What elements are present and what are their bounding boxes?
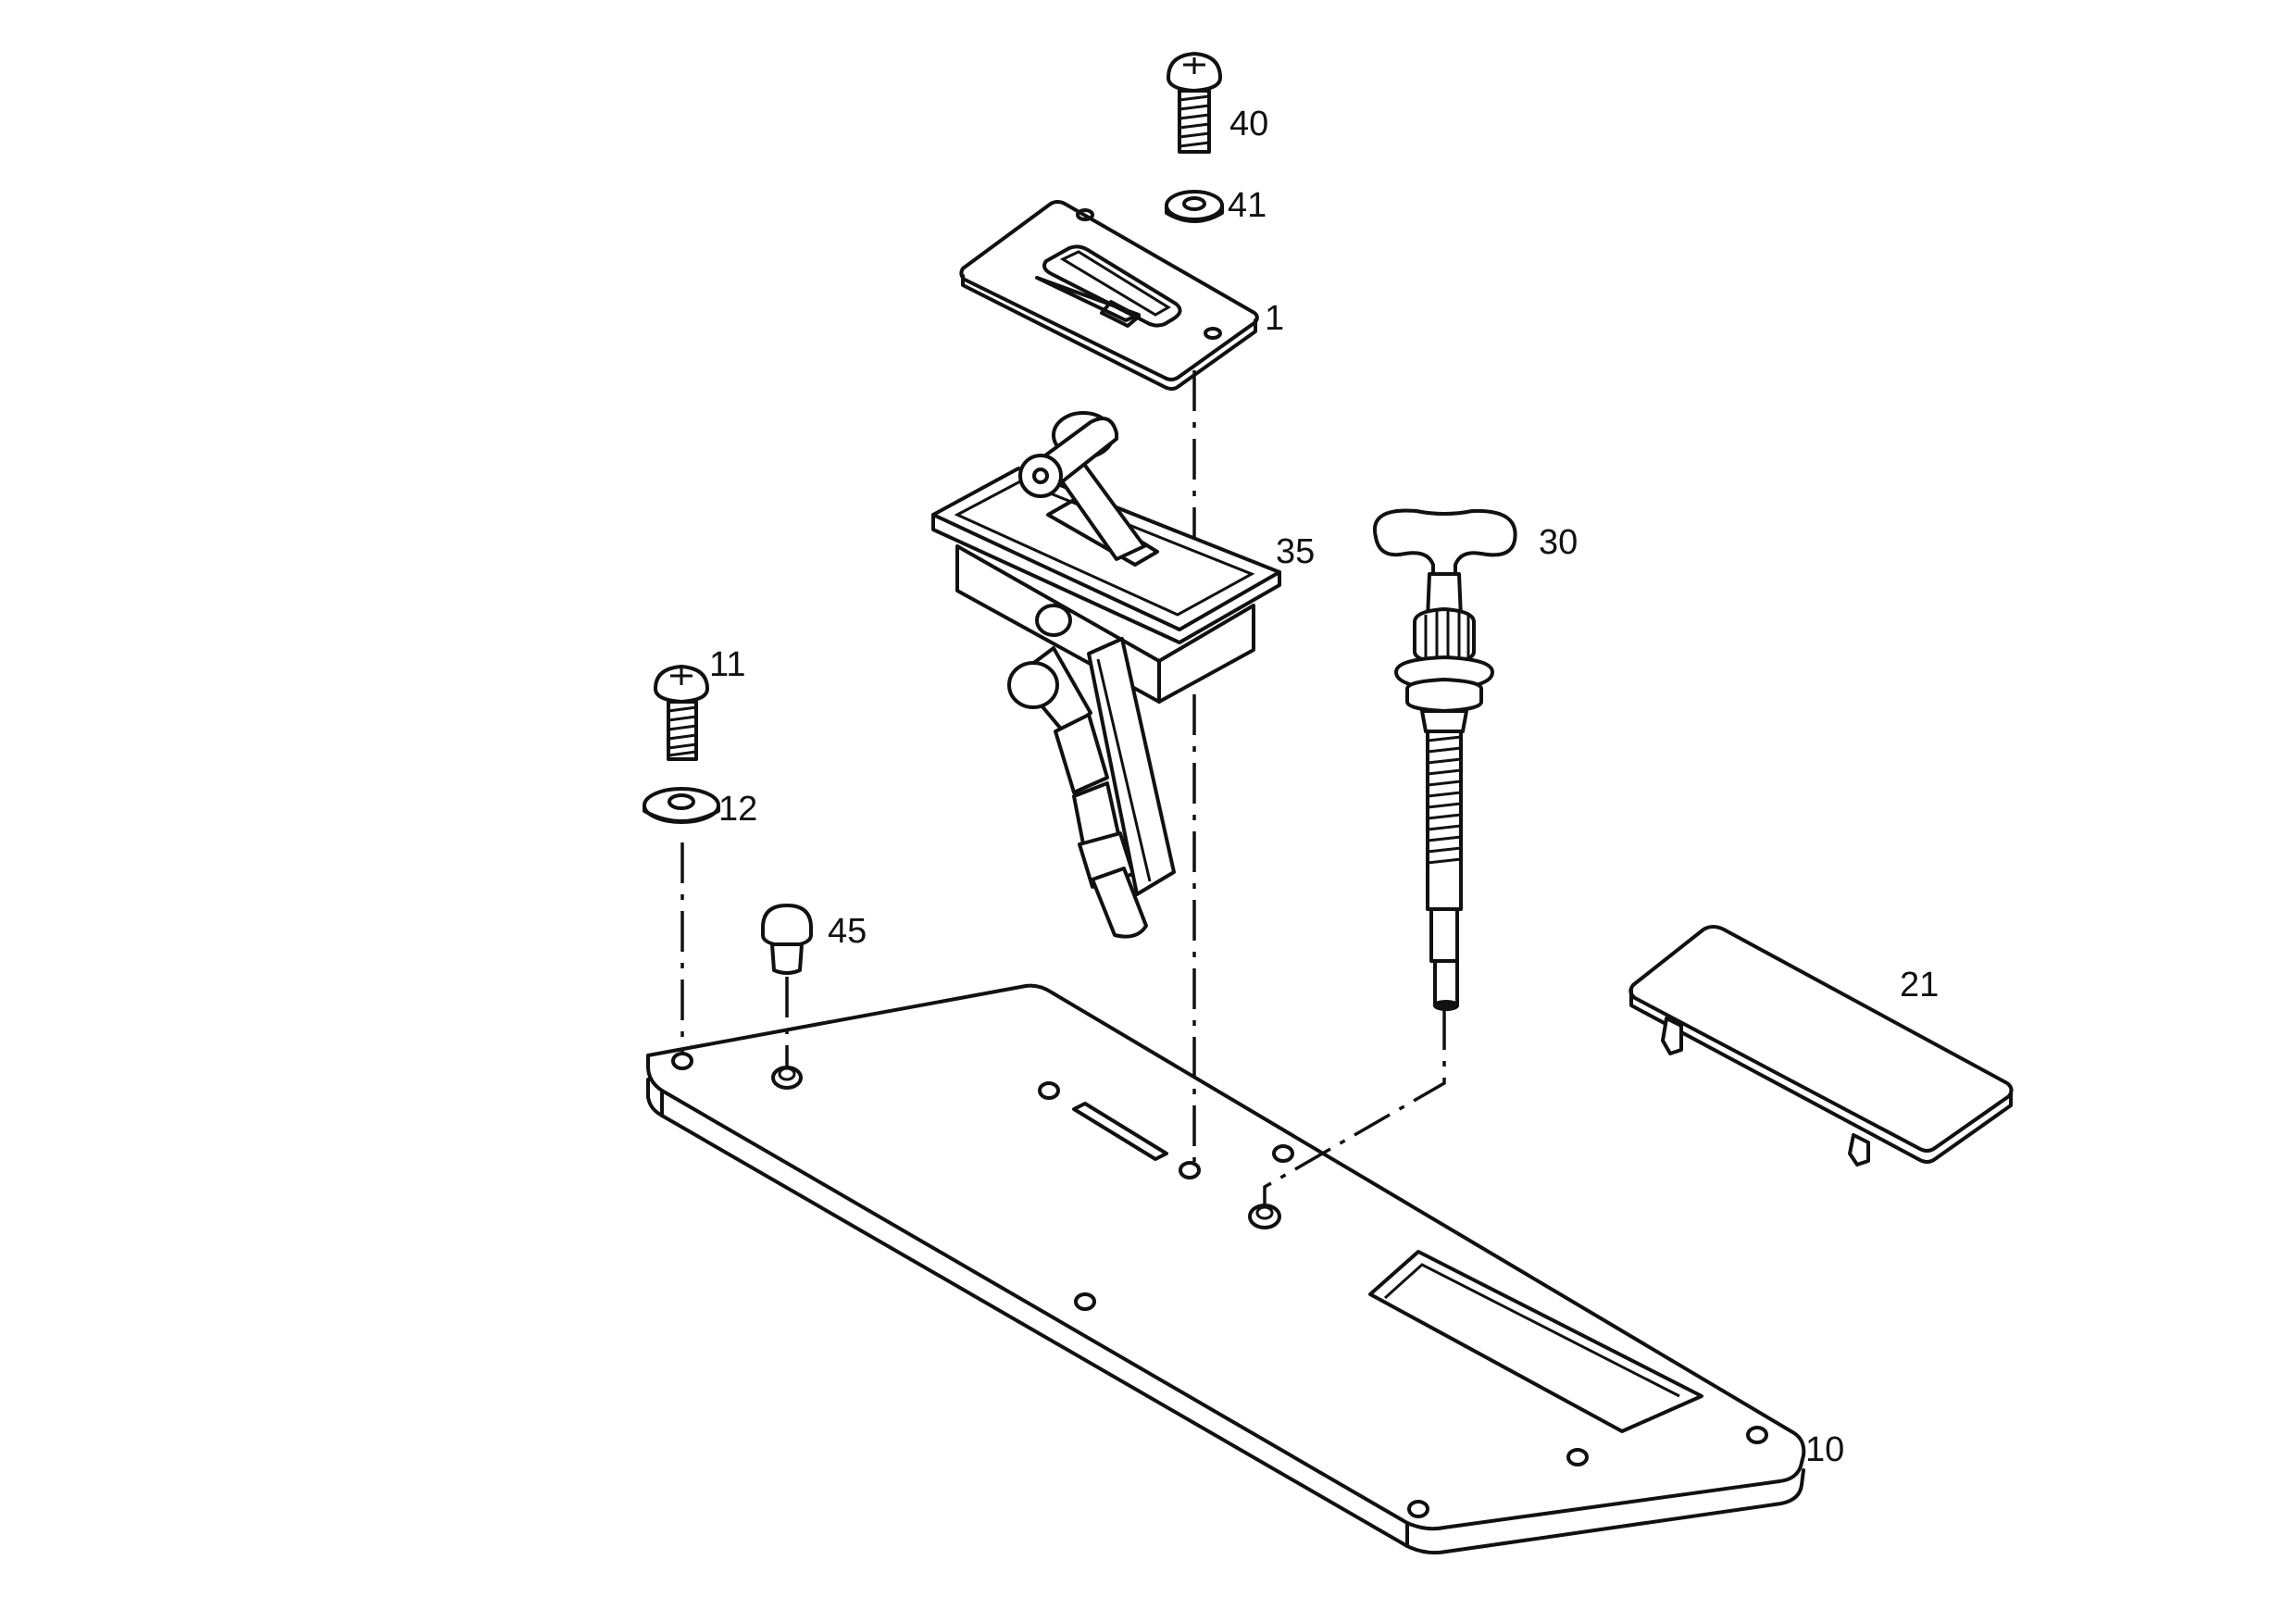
lever-unit [931,411,1281,939]
label-30: 30 [1539,523,1578,562]
label-40: 40 [1229,105,1268,143]
plug [761,904,813,975]
label-10: 10 [1805,1430,1844,1469]
screw-left [654,665,709,761]
label-1: 1 [1265,299,1284,338]
assembly-lines [680,370,1446,1207]
base-plate [646,983,1806,1555]
label-45: 45 [828,912,867,951]
label-41: 41 [1228,186,1267,225]
part-labels: 40 41 1 35 30 11 12 45 21 10 [709,105,1939,1469]
label-11: 11 [709,645,745,684]
washer-top [1165,190,1224,223]
screw-top [1167,52,1222,154]
pull-knob [1372,508,1517,1011]
small-cover [1628,925,2014,1167]
label-35: 35 [1276,532,1315,571]
label-21: 21 [1900,966,1939,1004]
label-12: 12 [718,790,757,829]
washer-left [643,787,720,824]
cover-plate [959,200,1259,391]
